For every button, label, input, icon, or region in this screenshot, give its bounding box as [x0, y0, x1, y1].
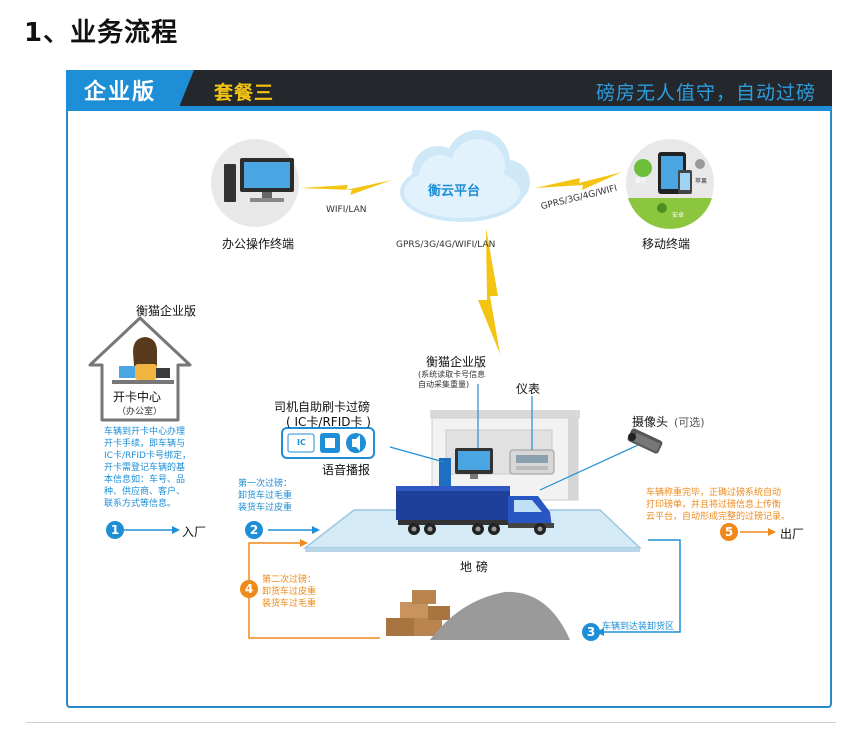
wechat-label: 微信: [635, 178, 648, 185]
package-label: 套餐三: [214, 82, 275, 104]
enter-factory-label: 入厂: [182, 525, 207, 539]
card-center-note: 车辆到开卡中心办理 开卡手续，即车辆与 IC卡/RFID卡号绑定， 开卡需登记车…: [104, 427, 191, 509]
step-2-badge: 2: [245, 521, 263, 539]
finish-note: 车辆称重完毕，正确过磅系统自动 打印磅单，并且将过磅信息上传衡 云平台，自动形成…: [646, 488, 791, 522]
step-1-badge: 1: [106, 521, 124, 539]
android-label: 安卓: [672, 212, 685, 219]
voice-broadcast-label: 语音播报: [322, 463, 371, 477]
card-center-house-icon: [88, 316, 192, 422]
bottom-divider: [26, 722, 836, 723]
scale-label: 地 磅: [460, 560, 488, 574]
card-center-sub-label: （办公室）: [117, 407, 163, 417]
unload-note: 车辆到达装卸货区: [602, 622, 675, 632]
first-weigh-note: 第一次过磅： 卸货车过毛重 装货车过皮重: [238, 479, 293, 513]
gprs-full-link-label: GPRS/3G/4G/WIFI/LAN: [396, 240, 496, 250]
gprs-full-lightning: [478, 228, 500, 354]
apple-label: 苹果: [695, 178, 708, 185]
card-swipe-panel: [281, 427, 375, 459]
mobile-terminal-label: 移动终端: [642, 237, 691, 251]
material-heap-icon: [430, 591, 570, 640]
step-3-badge: 3: [582, 623, 600, 641]
wifi-lan-link-label: WIFI/LAN: [326, 205, 367, 215]
office-terminal-label: 办公操作终端: [222, 237, 295, 251]
header-bar: [66, 70, 832, 108]
enterprise-system-note: (系统读取卡号信息 自动采集重量): [418, 370, 486, 389]
cloud-platform-label: 衡云平台: [428, 184, 481, 199]
exit-factory-label: 出厂: [780, 527, 805, 541]
truck-icon: [396, 486, 554, 535]
card-types-label: ( IC卡/RFID卡 ): [286, 415, 371, 429]
camera-label: 摄像头: [632, 415, 669, 429]
section-title: 1、业务流程: [24, 18, 179, 48]
enterprise-system-label: 衡猫企业版: [426, 355, 487, 369]
card-center-label: 开卡中心: [113, 390, 162, 404]
camera-optional-label: (可选): [674, 416, 705, 429]
edition-tab: [66, 70, 194, 108]
enterprise-edition-label: 衡猫企业版: [136, 304, 197, 318]
wifi-lan-lightning: [300, 180, 392, 195]
ic-card-label: IC: [297, 438, 306, 447]
second-weigh-note: 第二次过磅： 卸货车过皮重 装货车过毛重: [262, 575, 317, 609]
instrument-icon: [509, 449, 555, 475]
system-monitor-icon: [455, 448, 493, 479]
slogan-label: 磅房无人值守，自动过磅: [596, 82, 817, 104]
cargo-boxes-icon: [386, 590, 450, 636]
card-swipe-label: 司机自助刷卡过磅: [274, 400, 371, 414]
edition-label: 企业版: [84, 80, 157, 105]
step-4-badge: 4: [240, 580, 258, 598]
card-reader-pillar: [439, 458, 451, 492]
gprs-mobile-lightning: [535, 172, 622, 190]
header-underline: [66, 106, 832, 111]
mobile-devices-icon: [626, 139, 714, 229]
instrument-label: 仪表: [516, 382, 541, 396]
cloud-platform-icon: [400, 130, 530, 222]
office-computer-icon: [211, 139, 299, 227]
step-5-badge: 5: [720, 523, 738, 541]
camera-icon: [627, 428, 663, 454]
